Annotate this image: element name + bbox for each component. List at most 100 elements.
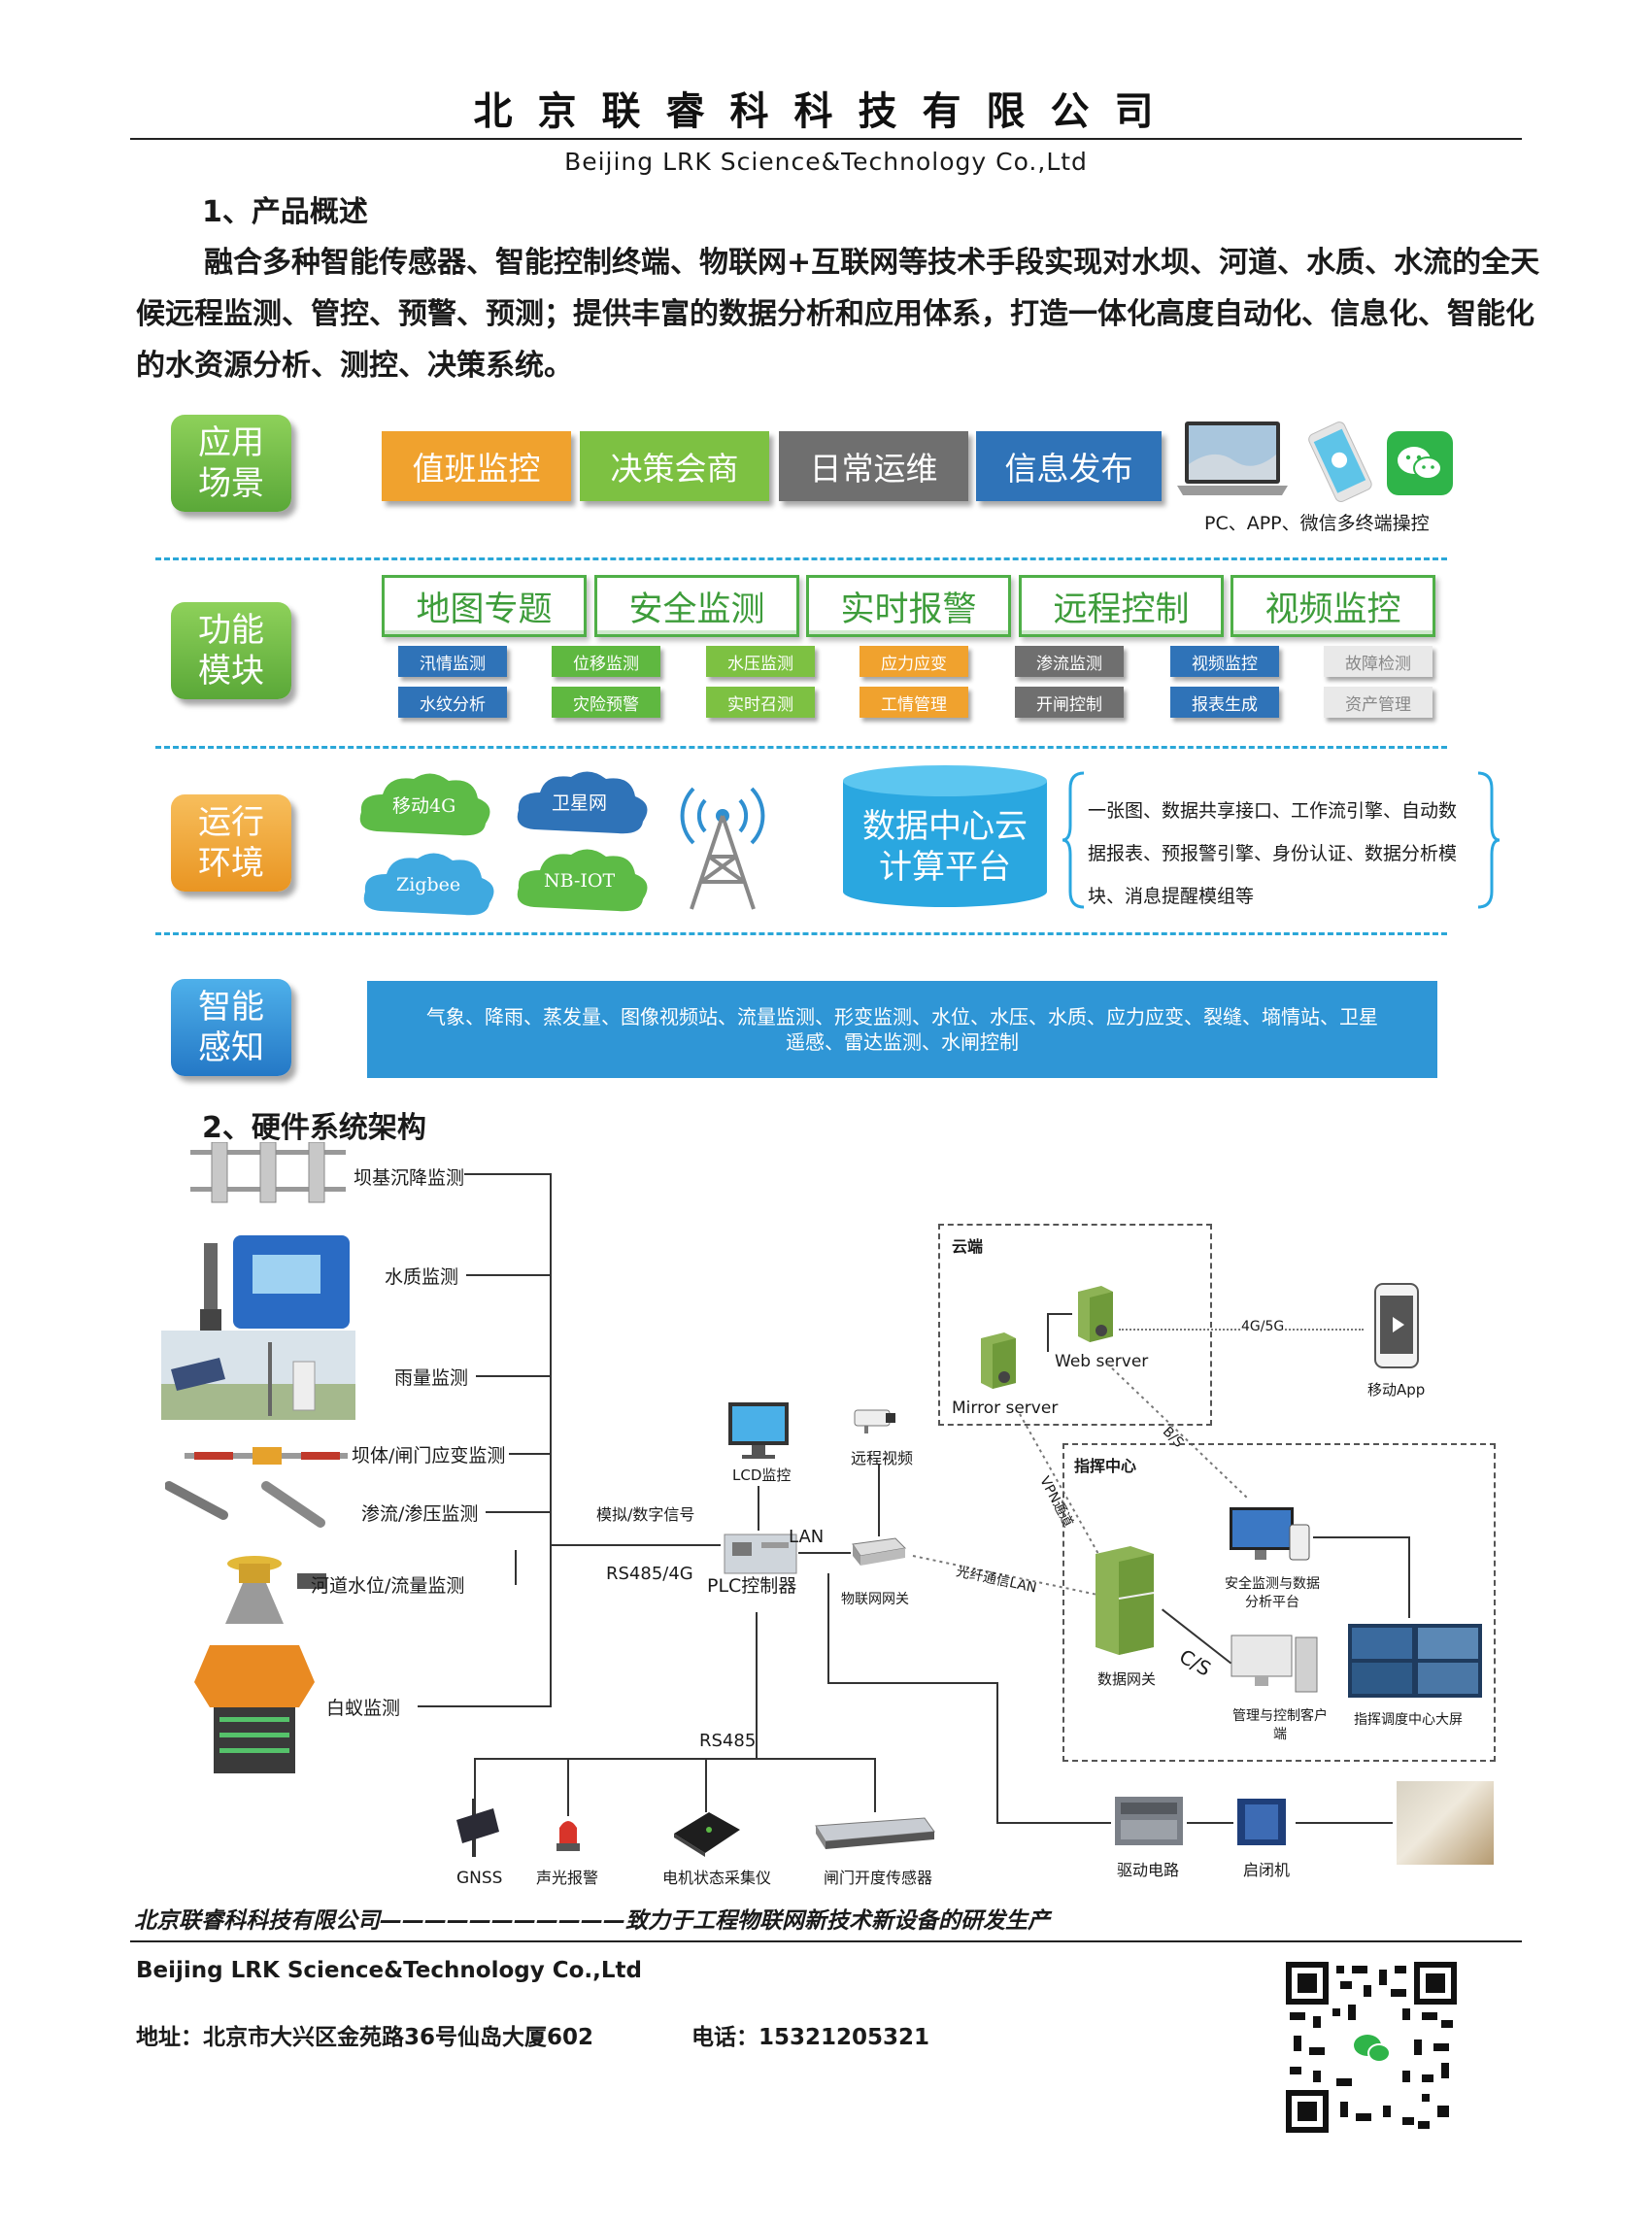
gateway-image bbox=[847, 1534, 907, 1568]
sensor-line-3 bbox=[476, 1375, 552, 1377]
plc-label: PLC控制器 bbox=[707, 1575, 797, 1597]
sub-fault[interactable]: 故障检测 bbox=[1324, 646, 1433, 677]
sub-flood[interactable]: 汛情监测 bbox=[398, 646, 507, 677]
cloud-satellite-icon bbox=[511, 765, 655, 843]
dam-spillway-image bbox=[1397, 1781, 1494, 1865]
screen-label: 指挥调度中心大屏 bbox=[1354, 1712, 1463, 1728]
plc-to-drive-h2 bbox=[996, 1822, 1111, 1824]
intro-text: 融合多种智能传感器、智能控制终端、物联网+互联网等技术手段实现对水坝、河道、水质… bbox=[136, 246, 1540, 383]
data-gateway-image bbox=[1092, 1542, 1160, 1657]
camera-image bbox=[851, 1404, 897, 1433]
gnss-image bbox=[451, 1799, 509, 1859]
sub-gate-control[interactable]: 开闸控制 bbox=[1015, 687, 1124, 718]
company-name-cn: 北京联睿科科技有限公司 bbox=[473, 88, 1179, 134]
wechat-icon bbox=[1387, 431, 1453, 495]
command-zone bbox=[1062, 1443, 1496, 1762]
plc-controller-image bbox=[723, 1531, 798, 1577]
cloud-zone bbox=[938, 1224, 1212, 1426]
settlement-gauge-image bbox=[190, 1141, 346, 1204]
gate-sensor-image bbox=[812, 1812, 938, 1855]
cloud-nbiot-label: NB-IOT bbox=[544, 870, 616, 892]
cloud-zigbee-icon bbox=[357, 847, 501, 925]
plc-to-drive-h1 bbox=[827, 1682, 998, 1684]
sub-realtime-call[interactable]: 实时召测 bbox=[706, 687, 815, 718]
command-screen-image bbox=[1348, 1624, 1482, 1698]
app-publish-button[interactable]: 信息发布 bbox=[976, 431, 1162, 501]
footer-company-en: Beijing LRK Science&Technology Co.,Ltd bbox=[136, 1958, 643, 1983]
drive-to-hoist bbox=[1187, 1822, 1233, 1824]
platform-to-screen-v bbox=[1408, 1536, 1410, 1618]
gnss-drop bbox=[474, 1758, 476, 1801]
cloud-zigbee-label: Zigbee bbox=[396, 874, 461, 895]
sub-video[interactable]: 视频监控 bbox=[1170, 646, 1279, 677]
cloud-4g-icon bbox=[354, 767, 497, 845]
platform-label-line: 安全监测与数据分析平台 bbox=[1225, 1576, 1320, 1610]
sensor-line-2 bbox=[466, 1274, 552, 1276]
cloud-zone-label: 云端 bbox=[952, 1237, 984, 1256]
sensing-box: 气象、降雨、蒸发量、图像视频站、流量监测、形变监测、水位、水压、水质、应力应变、… bbox=[367, 981, 1437, 1078]
gate-sensor-drop bbox=[874, 1758, 876, 1812]
app-decision-button[interactable]: 决策会商 bbox=[580, 431, 769, 501]
sub-asset[interactable]: 资产管理 bbox=[1324, 687, 1433, 718]
terminals-caption: PC、APP、微信多终端操控 bbox=[1204, 513, 1430, 534]
intro-paragraph: 融合多种智能传感器、智能控制终端、物联网+互联网等技术手段实现对水坝、河道、水质… bbox=[136, 237, 1554, 391]
sensor-settlement: 坝基沉降监测 bbox=[354, 1167, 465, 1189]
sensor-level: 河道水位/流量监测 bbox=[311, 1575, 465, 1597]
sensor-line-6 bbox=[515, 1550, 517, 1585]
signal-tower-icon bbox=[664, 767, 781, 913]
alarm-image bbox=[554, 1814, 583, 1853]
sub-work-mgmt[interactable]: 工情管理 bbox=[860, 687, 968, 718]
motor-label: 电机状态采集仪 bbox=[662, 1869, 772, 1887]
web-server-label: Web server bbox=[1055, 1352, 1149, 1371]
cloud-nbiot-icon bbox=[511, 843, 655, 921]
mobile-app-label: 移动App bbox=[1367, 1381, 1426, 1399]
layer-func-label: 功能模块 bbox=[171, 602, 291, 699]
sensor-water-quality: 水质监测 bbox=[385, 1266, 459, 1288]
feature-line-1: 一张图、数据共享接口、工作流引擎、自动数 bbox=[1088, 800, 1458, 822]
module-remote[interactable]: 远程控制 bbox=[1019, 575, 1224, 637]
motor-drop bbox=[705, 1758, 707, 1812]
footer-divider bbox=[130, 1940, 1522, 1942]
sensor-bus bbox=[550, 1173, 552, 1705]
module-alarm[interactable]: 实时报警 bbox=[806, 575, 1011, 637]
server-link-v bbox=[1047, 1313, 1049, 1352]
lcd-to-plc-line bbox=[758, 1486, 759, 1531]
datacenter-label: 数据中心云计算平台 bbox=[862, 807, 1028, 887]
footer-address: 地址：北京市大兴区金苑路36号仙岛大厦602 bbox=[136, 2025, 594, 2050]
sub-seepage[interactable]: 渗流监测 bbox=[1015, 646, 1124, 677]
termite-monitor-image bbox=[190, 1639, 319, 1777]
rs485-4g-label: RS485/4G bbox=[606, 1564, 693, 1584]
layer-sense-label: 智能感知 bbox=[171, 979, 291, 1076]
layer-app-label: 应用场景 bbox=[171, 415, 291, 512]
app-duty-monitor-button[interactable]: 值班监控 bbox=[382, 431, 571, 501]
sub-displacement[interactable]: 位移监测 bbox=[552, 646, 660, 677]
analog-signal-label: 模拟/数字信号 bbox=[596, 1505, 695, 1524]
sensor-line-7 bbox=[418, 1705, 552, 1707]
sub-water-pressure[interactable]: 水压监测 bbox=[706, 646, 815, 677]
sensor-termite: 白蚁监测 bbox=[326, 1698, 401, 1719]
module-map[interactable]: 地图专题 bbox=[382, 575, 587, 637]
sub-hazard[interactable]: 灾险预警 bbox=[552, 687, 660, 718]
header-divider bbox=[130, 138, 1522, 140]
sub-stress[interactable]: 应力应变 bbox=[860, 646, 968, 677]
camera-to-gateway-line bbox=[878, 1465, 880, 1536]
gate-sensor-label: 闸门开度传感器 bbox=[824, 1869, 933, 1887]
module-safety[interactable]: 安全监测 bbox=[594, 575, 799, 637]
platform-image bbox=[1228, 1503, 1313, 1569]
water-quality-image bbox=[190, 1231, 357, 1338]
feature-line-3: 块、消息提醒模组等 bbox=[1088, 886, 1255, 907]
module-video[interactable]: 视频监控 bbox=[1231, 575, 1435, 637]
sensor-line-1 bbox=[464, 1173, 552, 1175]
sub-ripple[interactable]: 水纹分析 bbox=[398, 687, 507, 718]
layer-divider-2 bbox=[155, 746, 1447, 749]
rain-gauge-image bbox=[161, 1331, 355, 1420]
sensing-text-line-2: 遥感、雷达监测、水闸控制 bbox=[786, 1030, 1019, 1054]
strain-gauge-image bbox=[185, 1445, 348, 1466]
rs485-vertical bbox=[756, 1612, 758, 1758]
app-maintenance-button[interactable]: 日常运维 bbox=[779, 431, 968, 501]
alarm-label: 声光报警 bbox=[536, 1869, 599, 1887]
plc-to-drive-v bbox=[827, 1573, 829, 1682]
sub-report[interactable]: 报表生成 bbox=[1170, 687, 1279, 718]
hoist-label: 启闭机 bbox=[1243, 1861, 1291, 1879]
sensor-rain: 雨量监测 bbox=[394, 1367, 469, 1389]
